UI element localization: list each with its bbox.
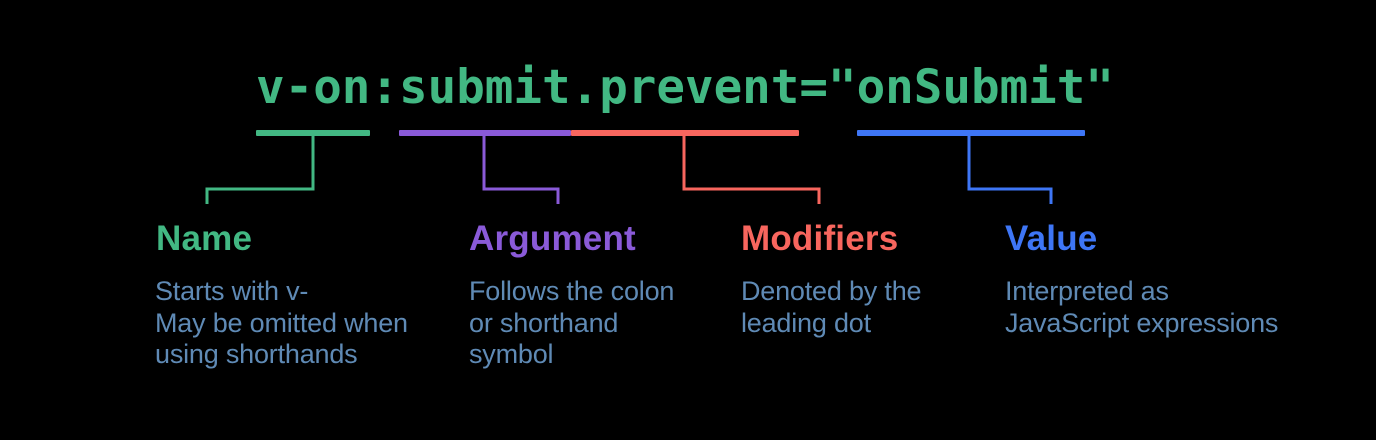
description-line: May be omitted when xyxy=(155,307,408,338)
description-line: Starts with v- xyxy=(155,276,309,306)
code-segment-name: v-on xyxy=(256,60,371,136)
label-value: Value xyxy=(1005,219,1098,258)
label-name: Name xyxy=(156,219,253,258)
code-closing-quote: " xyxy=(1085,60,1114,115)
description-modifiers: Denoted by the leading dot xyxy=(741,276,922,339)
description-value: Interpreted as JavaScript expressions xyxy=(1005,276,1278,339)
label-modifiers: Modifiers xyxy=(741,219,899,258)
code-equals-quote: =" xyxy=(799,60,857,115)
code-segment-modifiers: .prevent xyxy=(570,60,800,136)
code-segment-argument: submit xyxy=(399,60,571,136)
description-name: Starts with v- May be omitted when using… xyxy=(155,276,408,371)
code-colon: : xyxy=(370,60,399,115)
description-line: Interpreted as xyxy=(1005,276,1169,306)
description-argument: Follows the colon or shorthand symbol xyxy=(469,276,674,371)
description-line: Follows the colon xyxy=(469,276,675,306)
connector-value xyxy=(967,135,1053,204)
label-argument: Argument xyxy=(469,219,636,258)
connector-modifiers xyxy=(682,135,821,204)
description-line: leading dot xyxy=(741,307,871,338)
code-line: v-on:submit.prevent="onSubmit" xyxy=(256,60,1114,136)
description-line: JavaScript expressions xyxy=(1005,307,1279,338)
connector-argument xyxy=(482,135,560,204)
description-line: using shorthands xyxy=(155,339,358,369)
description-line: Denoted by the xyxy=(741,276,922,306)
description-line: symbol xyxy=(469,339,554,369)
description-line: or shorthand xyxy=(469,307,619,338)
code-segment-value: onSubmit xyxy=(856,60,1086,136)
connector-name xyxy=(205,135,315,204)
